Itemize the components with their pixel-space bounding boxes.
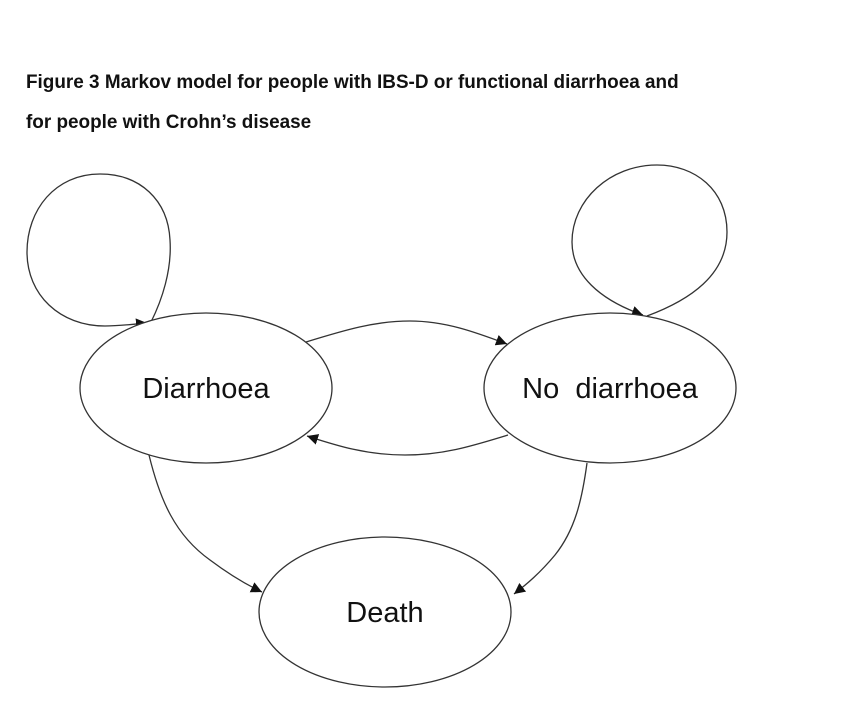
state-death: Death — [258, 536, 512, 688]
state-no-diarrhoea-label: No diarrhoea — [522, 373, 699, 405]
state-death-label: Death — [346, 597, 423, 629]
edge-diarrhoea-to-death — [148, 454, 263, 593]
edge-no-diarrhoea-to-diarrhoea — [306, 434, 509, 456]
edge-diarrhoea-to-no-diarrhoea — [305, 320, 508, 346]
state-diarrhoea-label: Diarrhoea — [142, 373, 270, 405]
caption-line-1: Figure 3 Markov model for people with IB… — [26, 71, 679, 93]
edge-diarrhoea-self-loop — [26, 173, 171, 330]
state-no-diarrhoea: No diarrhoea — [483, 312, 737, 464]
figure-caption: Figure 3 Markov model for people with IB… — [26, 62, 812, 142]
edge-no-diarrhoea-self-loop — [571, 164, 728, 317]
caption-line-2: for people with Crohn’s disease — [26, 111, 312, 133]
state-diarrhoea: Diarrhoea — [79, 312, 333, 464]
edge-no-diarrhoea-to-death — [513, 462, 588, 595]
